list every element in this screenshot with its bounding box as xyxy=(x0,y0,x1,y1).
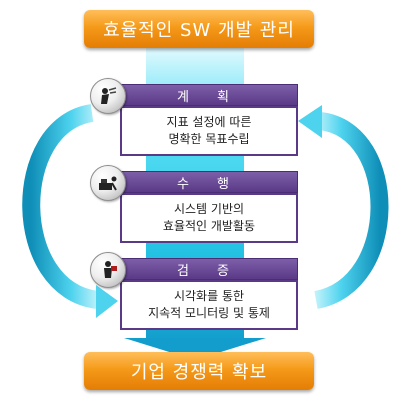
stage-label: 계 획 xyxy=(120,84,298,106)
planning-person-icon xyxy=(90,78,126,114)
stage-description: 시각화를 통한 지속적 모니터링 및 통제 xyxy=(120,280,298,330)
outcome-banner: 기업 경쟁력 확보 xyxy=(84,352,314,390)
description-line: 효율적인 개발활동 xyxy=(162,219,256,233)
stage-plan: 계 획 지표 설정에 따른 명확한 목표수립 xyxy=(90,78,302,156)
description-line: 지표 설정에 따른 xyxy=(166,115,252,129)
description-line: 시스템 기반의 xyxy=(173,202,245,216)
stage-description: 시스템 기반의 효율적인 개발활동 xyxy=(120,193,298,243)
left-cycle-arrow xyxy=(22,104,118,318)
description-line: 시각화를 통한 xyxy=(173,289,245,303)
description-line: 명확한 목표수립 xyxy=(168,132,250,146)
stage-label: 검 증 xyxy=(120,258,298,280)
inspector-icon xyxy=(90,252,126,288)
right-cycle-arrow xyxy=(298,105,389,309)
stage-label: 수 행 xyxy=(120,171,298,193)
stage-description: 지표 설정에 따른 명확한 목표수립 xyxy=(120,106,298,156)
description-line: 지속적 모니터링 및 통제 xyxy=(148,306,270,320)
machine-worker-icon xyxy=(90,165,126,201)
stage-execute: 수 행 시스템 기반의 효율적인 개발활동 xyxy=(90,165,302,243)
title-banner: 효율적인 SW 개발 관리 xyxy=(84,10,314,48)
stage-verify: 검 증 시각화를 통한 지속적 모니터링 및 통제 xyxy=(90,252,302,330)
